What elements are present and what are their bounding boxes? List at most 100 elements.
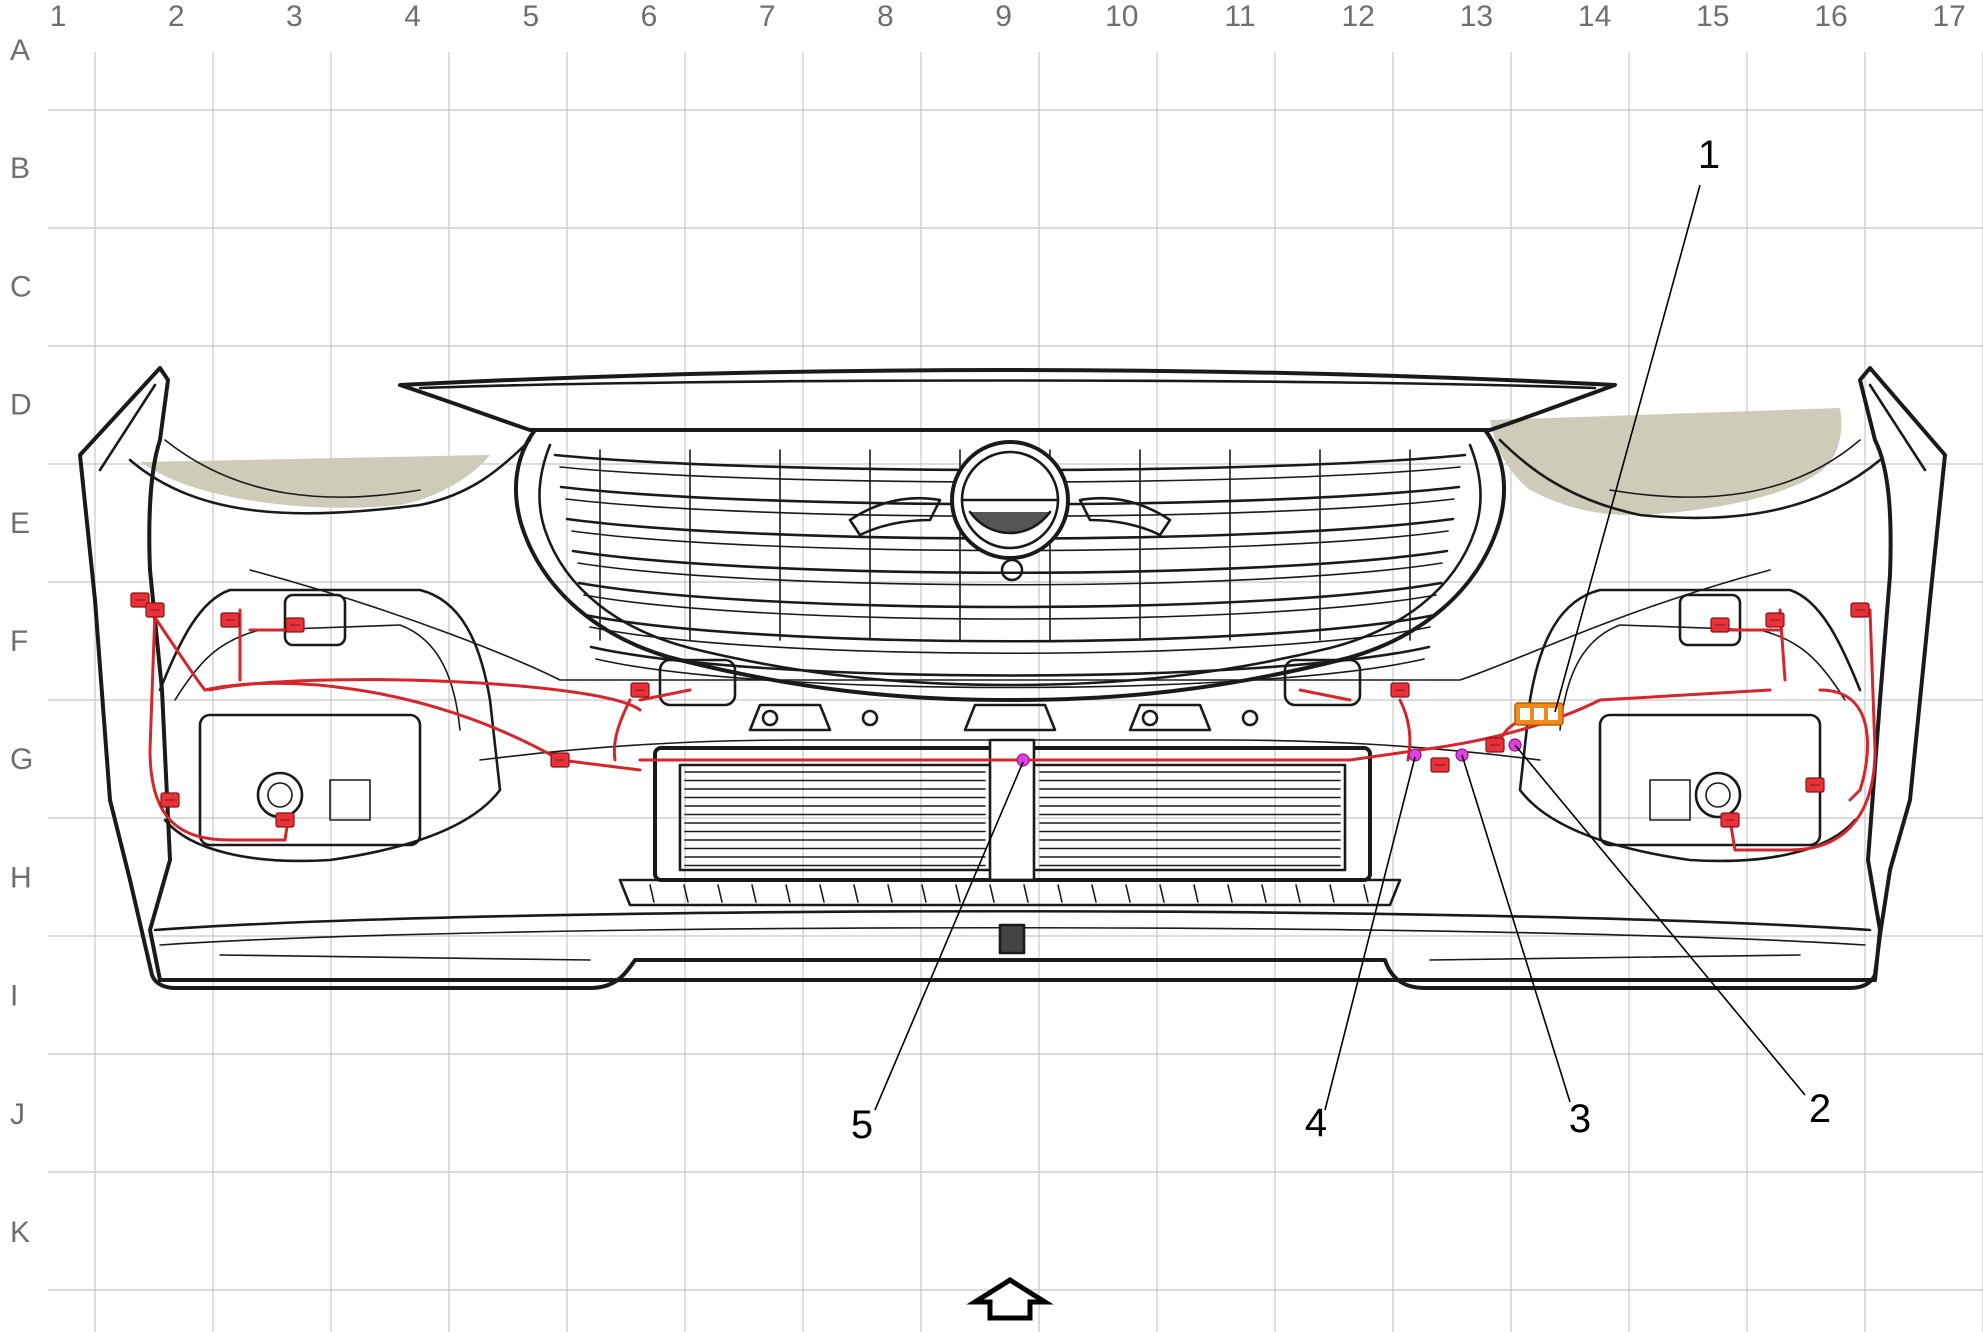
connector-icon: [1805, 777, 1825, 793]
grid-column-label: 15: [1696, 0, 1729, 33]
connector-icon: [630, 682, 650, 698]
grid-row-label: B: [10, 152, 30, 185]
radiator-module: [618, 703, 1402, 955]
connector-icon: [1710, 617, 1730, 633]
grid-column-label: 14: [1578, 0, 1611, 33]
grid-row-label: J: [10, 1098, 25, 1131]
lower-vent-slat: [1193, 884, 1199, 903]
grid-column-label: 9: [995, 0, 1012, 33]
lower-vent-slat: [717, 884, 723, 903]
connector-icon: [275, 812, 295, 828]
callout-leader-3: [1461, 754, 1571, 1103]
connector-icon: [1765, 612, 1785, 628]
connector-icon: [160, 792, 180, 808]
ground-point-icon: [1408, 748, 1422, 762]
grid-lines: [48, 52, 1983, 1332]
grille-bar: [571, 549, 1449, 575]
lower-vent-slat: [1091, 884, 1097, 903]
callout-label-4: 4: [1305, 1101, 1327, 1145]
arrow-up-icon: [966, 1277, 1054, 1321]
grid-column-label: 13: [1460, 0, 1493, 33]
callout-label-5: 5: [851, 1103, 873, 1147]
grid-row-label: I: [10, 980, 18, 1013]
connector-icon: [130, 592, 150, 608]
grid-row-label: G: [10, 743, 33, 776]
grid-column-label: 10: [1105, 0, 1138, 33]
lower-vent-slat: [1227, 884, 1233, 903]
callout-leader-4: [1324, 756, 1416, 1111]
callout-label-3: 3: [1569, 1097, 1591, 1141]
connector-icon: [550, 752, 570, 768]
radiator-fins: [684, 771, 1341, 867]
grid-row-label: K: [10, 1216, 30, 1249]
callout-leader-1: [1554, 184, 1701, 713]
grille-bar-edge: [583, 594, 1437, 620]
lower-vent-slat: [1125, 884, 1131, 903]
control-module: [1514, 702, 1564, 726]
connector-icon: [1485, 737, 1505, 753]
grid-column-label: 17: [1933, 0, 1966, 33]
lower-vent-slat: [683, 884, 689, 903]
lower-vents: [649, 884, 1369, 903]
callout-label-2: 2: [1809, 1087, 1831, 1131]
grid-column-label: 2: [168, 0, 185, 33]
grid-column-label: 4: [404, 0, 421, 33]
grille-bar: [589, 645, 1431, 677]
connector-icon: [145, 602, 165, 618]
lower-vent-slat: [649, 884, 655, 903]
lower-vent-slat: [1159, 884, 1165, 903]
callout-leader-2: [1514, 744, 1806, 1096]
lower-vent-slat: [1057, 884, 1063, 903]
hood-shading: [140, 408, 1842, 516]
lower-vent-slat: [989, 884, 995, 903]
lower-vent-slat: [1295, 884, 1301, 903]
grid-column-label: 8: [877, 0, 894, 33]
grille-bar-edge: [577, 562, 1443, 586]
harness-connectors: [130, 592, 1870, 828]
lower-vent-slat: [887, 884, 893, 903]
grid-row-label: H: [10, 861, 32, 894]
grid-row-label: E: [10, 507, 30, 540]
lower-vent-slat: [921, 884, 927, 903]
wiring-harness: [130, 592, 1877, 852]
grille-assembly: [398, 368, 1617, 702]
grid-row-label: C: [10, 270, 32, 303]
grid-column-label: 3: [286, 0, 303, 33]
lower-vent-slat: [751, 884, 757, 903]
connector-icon: [1850, 602, 1870, 618]
lower-vent-slat: [1023, 884, 1029, 903]
grid-column-label: 1: [50, 0, 67, 33]
ground-point-icon: [1016, 753, 1030, 767]
grid-row-label: F: [10, 625, 28, 658]
grille-bar: [577, 581, 1443, 609]
lower-vent-slat: [819, 884, 825, 903]
lower-vent-slat: [785, 884, 791, 903]
grille-bar: [583, 613, 1437, 643]
callouts: 1 2 3 4 5: [851, 133, 1831, 1147]
connector-icon: [1390, 682, 1410, 698]
connector-icon: [1720, 812, 1740, 828]
grid-row-label: D: [10, 389, 32, 422]
grid-column-label: 11: [1224, 0, 1255, 33]
connector-icon: [1430, 757, 1450, 773]
grid-column-label: 7: [759, 0, 776, 33]
callout-leader-5: [874, 761, 1024, 1111]
grid-column-label: 5: [522, 0, 539, 33]
grid-row-label: A: [10, 34, 30, 67]
lower-vent-slat: [955, 884, 961, 903]
connector-icon: [220, 612, 240, 628]
grid-column-label: 12: [1342, 0, 1375, 33]
grille-bar-edge: [595, 658, 1425, 689]
lower-vent-slat: [1329, 884, 1335, 903]
grid-column-label: 6: [641, 0, 658, 33]
connector-icon: [285, 617, 305, 633]
grid-row-labels: ABCDEFGHIJKL: [10, 34, 33, 1249]
grille-bar-edge: [589, 626, 1431, 655]
lower-vent-slat: [1363, 884, 1369, 903]
lower-vent-slat: [853, 884, 859, 903]
grid-column-label: 16: [1814, 0, 1847, 33]
lower-vent-slat: [1261, 884, 1267, 903]
callout-label-1: 1: [1698, 133, 1720, 177]
